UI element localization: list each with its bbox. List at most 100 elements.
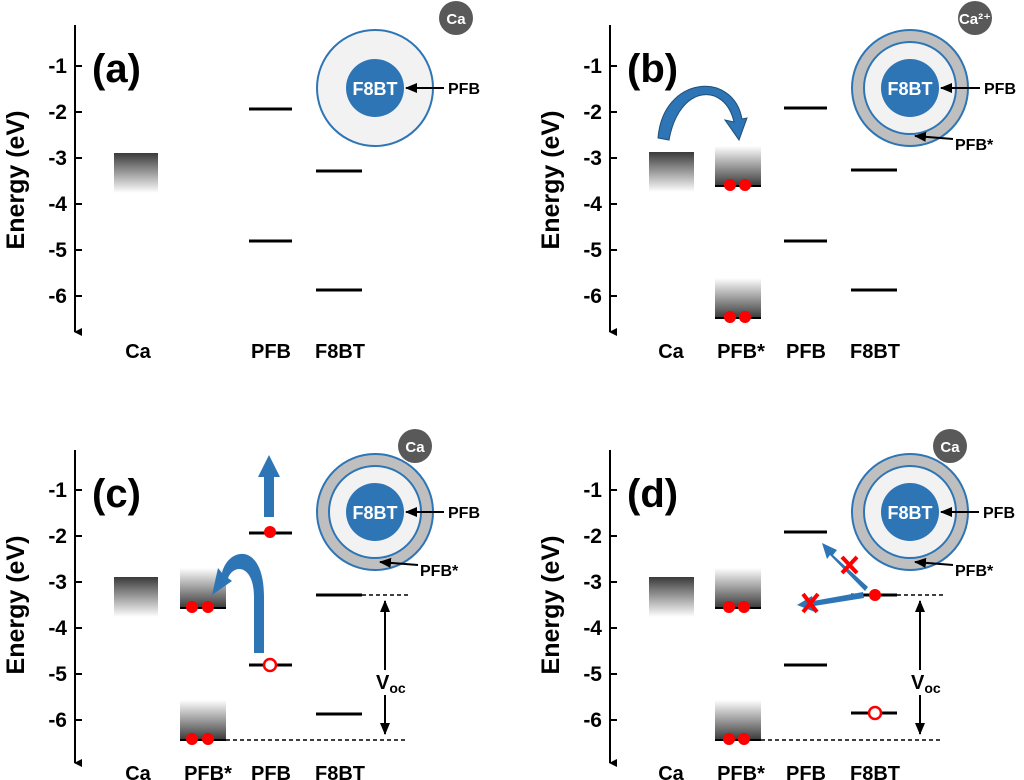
f8bt-core-circle xyxy=(346,59,404,117)
category-label-pfb: PFB xyxy=(251,341,291,363)
tick-label: -6 xyxy=(583,285,602,308)
cross-stroke xyxy=(840,555,859,575)
category-label-f8bt: F8BT xyxy=(315,763,365,780)
tick-label: -1 xyxy=(48,55,67,78)
calcium-ion-circle xyxy=(958,1,992,35)
tick-label: -1 xyxy=(583,55,602,78)
nanoparticle-schematic: F8BT PFB PFB* Ca xyxy=(316,429,480,580)
panel-label: (a) xyxy=(92,47,141,91)
category-label-pfb-star: PFB* xyxy=(717,763,765,780)
axis-ticks: -1 -2 -3 -4 -5 -6 xyxy=(48,55,82,308)
nanoparticle-schematic: F8BT PFB PFB* Ca²⁺ xyxy=(851,1,1016,154)
f8bt-core-circle xyxy=(881,59,939,117)
core-label: F8BT xyxy=(888,79,933,99)
category-label-pfb: PFB xyxy=(251,763,291,780)
pointer-label-pfb: PFB xyxy=(984,81,1016,98)
electron-dot xyxy=(723,601,735,613)
electron-dot xyxy=(202,601,214,613)
voc-label: Voc xyxy=(911,672,941,696)
tick-label: -2 xyxy=(583,525,602,548)
tick-label: -4 xyxy=(48,617,67,640)
core-label: F8BT xyxy=(353,79,398,99)
ca-work-function-band xyxy=(114,153,158,193)
tick-label: -5 xyxy=(583,239,602,262)
axis-ticks: -1 -2 -3 -4 -5 -6 xyxy=(583,55,617,308)
electron-dot xyxy=(869,589,881,601)
tick-label: -4 xyxy=(583,193,602,216)
pfb-star-upper-band xyxy=(715,146,761,186)
pfb-star-upper-band xyxy=(715,568,761,608)
category-label-pfb: PFB xyxy=(786,763,826,780)
electron-dot xyxy=(724,311,736,323)
nanoparticle-schematic: F8BT PFB Ca xyxy=(316,1,480,147)
voc-label: Voc xyxy=(376,672,406,696)
pfb-star-lower-band xyxy=(715,700,761,740)
y-axis-label: Energy (eV) xyxy=(2,111,30,250)
calcium-ion-circle xyxy=(398,429,432,463)
pfb-star-lower-band xyxy=(180,700,226,740)
electron-dot xyxy=(738,733,750,745)
tick-label: -1 xyxy=(583,479,602,502)
nanoparticle-schematic: F8BT PFB PFB* Ca xyxy=(851,429,1015,580)
ion-label: Ca²⁺ xyxy=(959,11,991,28)
ion-label: Ca xyxy=(940,439,960,456)
electron-dot xyxy=(186,601,198,613)
pfb-star-lower-band xyxy=(715,278,761,318)
axis-ticks: -1 -2 -3 -4 -5 -6 xyxy=(583,479,617,732)
electron-dot xyxy=(186,733,198,745)
electron-dot xyxy=(738,601,750,613)
hole-circle xyxy=(262,657,278,673)
category-label-f8bt: F8BT xyxy=(850,341,900,363)
tick-label: -2 xyxy=(48,101,67,124)
tick-label: -5 xyxy=(48,239,67,262)
category-label-pfb-star: PFB* xyxy=(717,341,765,363)
panel-a: -1 -2 -3 -4 -5 -6 Energy (eV) (a) Ca PFB… xyxy=(2,1,480,363)
y-axis-label: Energy (eV) xyxy=(2,536,30,675)
category-label-ca: Ca xyxy=(125,763,151,780)
tick-label: -4 xyxy=(583,617,602,640)
category-label-ca: Ca xyxy=(125,341,151,363)
electron-escape-arrow xyxy=(258,455,280,517)
tick-label: -3 xyxy=(48,147,67,170)
tick-label: -5 xyxy=(48,663,67,686)
tick-label: -2 xyxy=(583,101,602,124)
f8bt-core-circle xyxy=(346,483,404,541)
hole-transfer-arrow xyxy=(212,553,264,653)
panel-c: -1 -2 -3 -4 -5 -6 Energy (eV) (c) Voc C xyxy=(2,429,480,780)
ca-work-function-band xyxy=(649,577,694,617)
axis-ticks: -1 -2 -3 -4 -5 -6 xyxy=(48,479,82,732)
category-label-ca: Ca xyxy=(658,341,684,363)
tick-label: -3 xyxy=(48,571,67,594)
f8bt-core-circle xyxy=(881,483,939,541)
hole-circle xyxy=(867,705,883,721)
y-axis-label: Energy (eV) xyxy=(537,111,565,250)
pointer-label-pfb: PFB xyxy=(983,505,1015,522)
ca-work-function-band xyxy=(649,152,694,192)
calcium-ion-circle xyxy=(933,429,967,463)
electron-dot xyxy=(724,179,736,191)
panel-label: (c) xyxy=(92,472,141,516)
electron-dot xyxy=(723,733,735,745)
blocked-cross-icon xyxy=(801,592,820,614)
category-label-ca: Ca xyxy=(658,763,684,780)
pointer-arrow xyxy=(379,557,419,568)
electron-dot xyxy=(264,526,276,538)
category-label-pfb-star: PFB* xyxy=(184,763,232,780)
tick-label: -3 xyxy=(583,147,602,170)
ca-work-function-band xyxy=(114,577,158,617)
electron-dot xyxy=(202,733,214,745)
category-label-pfb: PFB xyxy=(786,341,826,363)
tick-label: -6 xyxy=(48,285,67,308)
tick-label: -3 xyxy=(583,571,602,594)
ion-label: Ca xyxy=(446,11,466,28)
pointer-arrow xyxy=(914,131,954,142)
panel-b: -1 -2 -3 -4 -5 -6 Energy (eV) (b) Ca PFB… xyxy=(537,1,1016,363)
ion-label: Ca xyxy=(405,439,425,456)
category-label-f8bt: F8BT xyxy=(850,763,900,780)
blocked-cross-icon xyxy=(840,555,859,575)
panel-label: (b) xyxy=(627,47,678,91)
tick-label: -6 xyxy=(48,709,67,732)
pointer-label-pfb: PFB xyxy=(448,505,480,522)
core-label: F8BT xyxy=(888,503,933,523)
